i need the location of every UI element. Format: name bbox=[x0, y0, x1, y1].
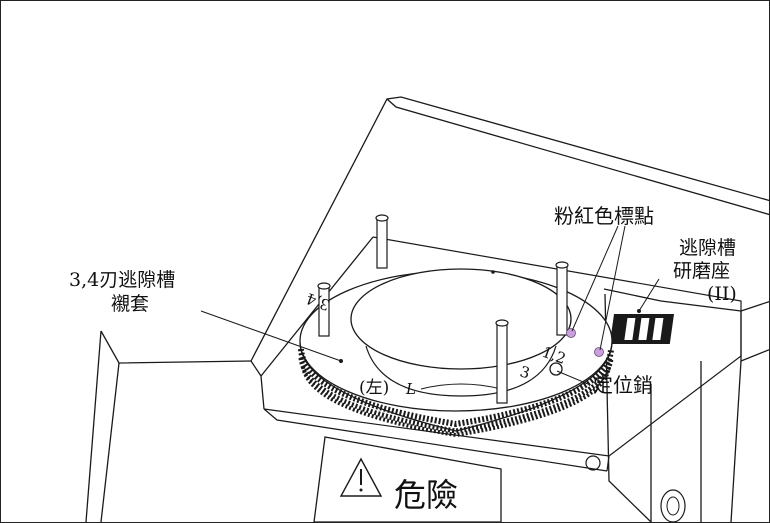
ring-mark-left: (左) bbox=[359, 378, 389, 398]
plate-hole bbox=[585, 455, 601, 471]
label-sleeve-1: 3,4刃逃隙槽 bbox=[69, 269, 176, 291]
warning-sign bbox=[313, 436, 502, 522]
housing bbox=[85, 96, 769, 522]
ring-mark-3: 3 bbox=[518, 362, 532, 382]
plate-badge bbox=[609, 314, 675, 344]
label-pink-marks: 粉紅色標點 bbox=[554, 204, 654, 228]
pink-mark-2 bbox=[594, 347, 604, 357]
pink-mark-1 bbox=[566, 328, 576, 338]
label-sleeve-2: 襯套 bbox=[111, 293, 150, 315]
leader-lines bbox=[200, 225, 660, 385]
bushing-ring bbox=[298, 268, 614, 438]
pins bbox=[317, 214, 569, 404]
warning-text: 危險 bbox=[394, 476, 458, 514]
top-plate bbox=[263, 236, 742, 472]
label-relief-seat-3: (II) bbox=[707, 283, 737, 305]
label-relief-seat-1: 逃隙槽 bbox=[679, 237, 737, 259]
locating-pin-head bbox=[549, 362, 563, 376]
label-relief-seat-2: 研磨座 bbox=[673, 260, 731, 282]
ring-mark-l: L bbox=[405, 380, 416, 398]
label-locating-pin: 定位銷 bbox=[593, 373, 653, 397]
